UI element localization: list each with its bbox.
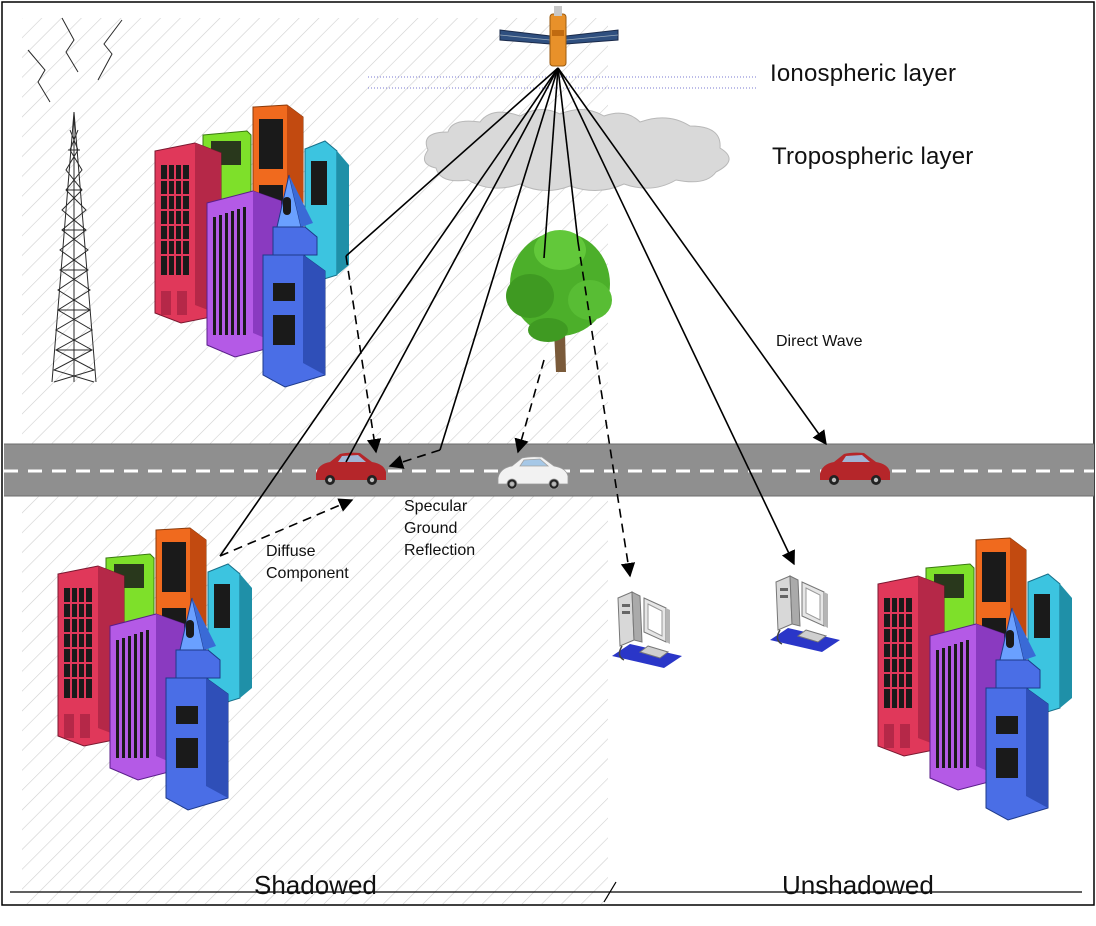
diffuse-label-line2: Component [266,565,349,582]
signal-paths [219,67,827,566]
cloud-icon [423,109,730,191]
radio-tower-icon [27,17,123,383]
computer-icon [611,591,683,669]
shadowed-label: Shadowed [254,870,377,900]
tropospheric-layer-label: Tropospheric layer [772,143,974,170]
unshadowed-label: Unshadowed [782,870,934,900]
specular-label-line2: Ground [404,520,458,537]
divider-tick [603,881,617,903]
computer-icon [769,575,841,653]
road [4,443,1094,497]
satellite-icon [499,6,619,67]
direct-wave-label: Direct Wave [776,333,863,350]
building-cluster-icon [877,537,1073,821]
specular-reflection-label: Specular Ground Reflection [404,496,475,562]
reflected-paths [219,241,636,578]
tree-icon [506,230,612,372]
ionospheric-layer-label: Ionospheric layer [770,60,957,87]
diffuse-component-label: Diffuse Component [266,541,349,585]
specular-label-line1: Specular [404,498,468,515]
diffuse-label-line1: Diffuse [266,543,316,560]
specular-label-line3: Reflection [404,542,476,559]
